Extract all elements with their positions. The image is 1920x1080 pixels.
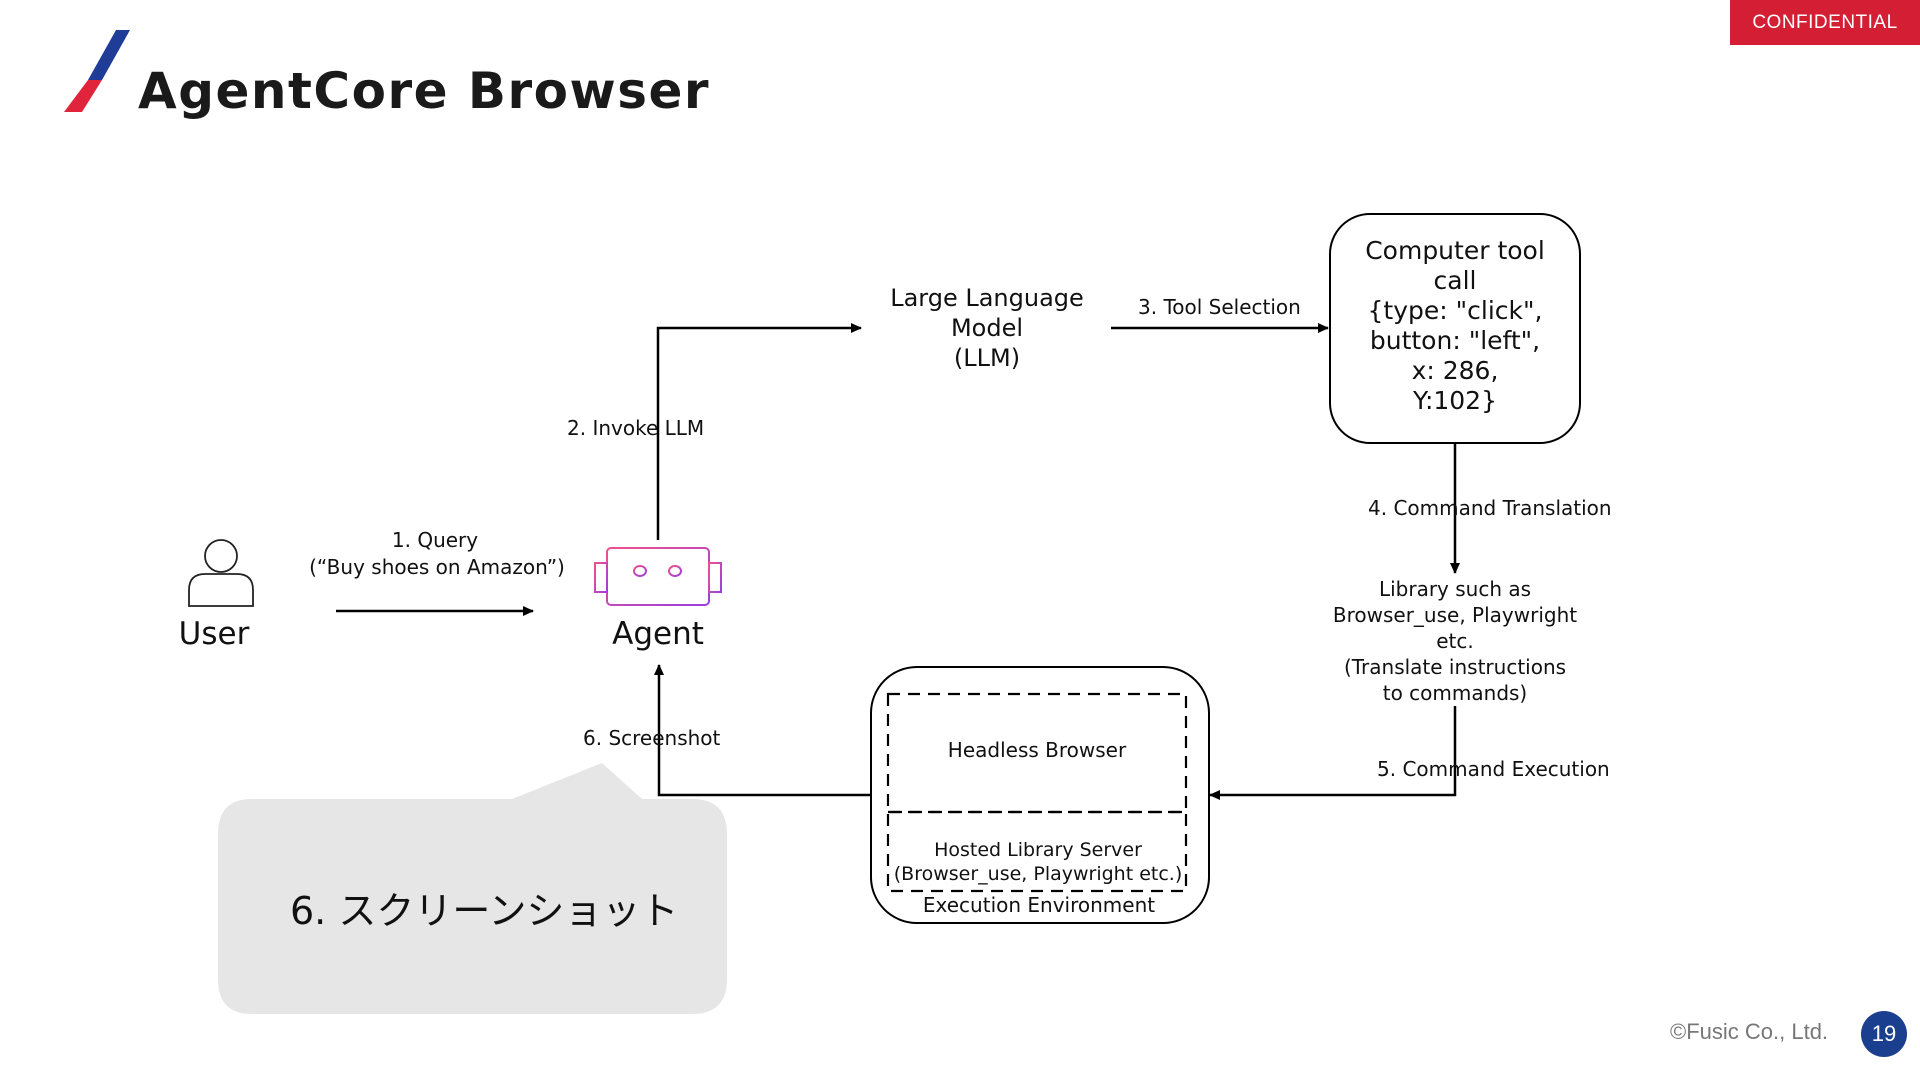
- confidential-badge: CONFIDENTIAL: [1730, 0, 1920, 45]
- step6-screenshot-label: 6. Screenshot: [583, 726, 721, 750]
- arrow-command-execution: [1209, 706, 1457, 800]
- step5-command-execution-label: 5. Command Execution: [1377, 757, 1610, 781]
- step4-command-translation-label: 4. Command Translation: [1368, 496, 1612, 520]
- step1-query-label: 1. Query: [391, 528, 479, 552]
- execution-environment-box: [870, 666, 1210, 924]
- agent-label: Agent: [612, 616, 704, 652]
- execution-environment-label: Execution Environment: [922, 893, 1156, 917]
- brand-slash-logo: [64, 30, 130, 112]
- callout-text: 6. スクリーンショット: [290, 889, 679, 933]
- tool-call-box: [1329, 213, 1581, 444]
- callout-bubble: [218, 763, 727, 1014]
- user-label: User: [178, 616, 250, 652]
- step2-invoke-llm-label: 2. Invoke LLM: [567, 416, 705, 440]
- user-icon: [188, 539, 254, 607]
- footer-copyright: ©Fusic Co., Ltd.: [1670, 1019, 1829, 1044]
- headless-browser-label: Headless Browser: [947, 738, 1127, 762]
- llm-label: Large Language Model (LLM): [890, 284, 1084, 372]
- page-title: AgentCore Browser: [138, 62, 711, 120]
- step1-query-example: (“Buy shoes on Amazon”): [309, 555, 565, 579]
- agent-robot-icon: [594, 547, 722, 606]
- hosted-server-label: Hosted Library Server (Browser_use, Play…: [893, 839, 1183, 885]
- library-label: Library such as Browser_use, Playwright …: [1332, 577, 1578, 705]
- tool-call-text: Computer tool call {type: "click", butto…: [1365, 236, 1545, 415]
- hosted-server-box: [886, 810, 1188, 893]
- arrow-screenshot: [654, 664, 871, 797]
- arrow-invoke-llm: [656, 323, 862, 540]
- step3-tool-selection-label: 3. Tool Selection: [1138, 295, 1301, 319]
- page-number-badge: 19: [1861, 1011, 1907, 1057]
